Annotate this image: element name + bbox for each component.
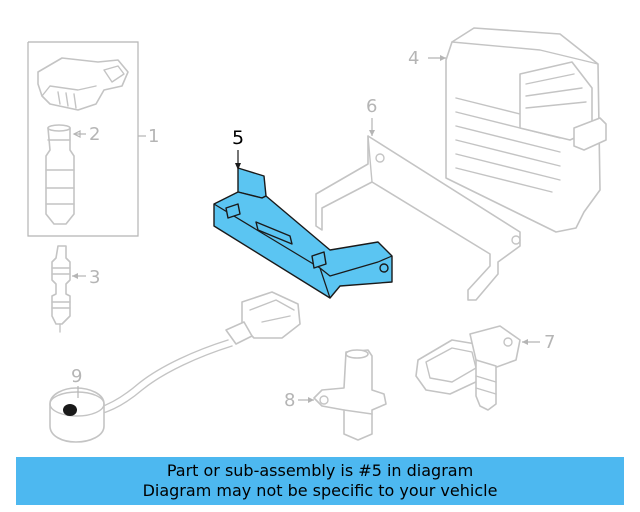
callout-5-arrow [235,163,241,170]
coil-ribs [57,91,77,109]
crankshaft-sensor [298,349,387,441]
knock-sensor [49,291,301,443]
ignition-coil-group [27,41,146,237]
coil-tube-rings [45,139,75,205]
callout-4: 4 [408,48,419,69]
engine-control-module [428,27,607,233]
sensor-7-barrel [475,359,497,411]
sensor-8-hole [319,395,329,405]
bracket-6-hole-a [375,153,385,163]
sensor-9-connector-detail [249,299,295,323]
sensor-8-top [345,349,369,359]
ecm-top-edge [451,41,599,65]
callout-7: 7 [544,332,555,353]
ecm-cooling-fins [455,97,561,193]
ecm-connector-pins [525,73,587,109]
bracket-5-slot-b [255,221,293,245]
bracket-5-clip [311,251,327,269]
sensor-9-cable-a [97,339,229,409]
callout-2: 2 [89,124,100,145]
callout-7-arrow [522,339,528,345]
sensor-9-boot [225,321,253,345]
bracket-5-fold [319,267,331,299]
callout-8-arrow [308,397,314,403]
ignition-coil-tube [45,127,75,225]
callout-6-arrow [369,130,375,136]
spark-plug-body [51,245,71,325]
sensor-9-hole [63,404,77,416]
sensor-8-body [313,349,387,441]
sensor-7-rings [475,375,497,395]
banner-line-2: Diagram may not be specific to your vehi… [142,481,498,500]
coil-tube-top [47,124,71,132]
bracket-5-slot-a [225,203,241,219]
coil-head-edge [41,85,97,97]
callout-2-arrow [72,130,81,138]
callout-8: 8 [284,390,295,411]
sensor-9-puck [49,387,105,443]
ecm-mounting-bracket [315,118,521,301]
group-1-frame [27,41,139,237]
bracket-6-plate [315,135,521,301]
ecm-plug [573,117,607,151]
sensor-7-hole [503,337,513,347]
sensor-9-puck-top [49,391,105,417]
bracket-6-hole-b [511,235,521,245]
callout-5: 5 [232,127,244,149]
ignition-coil-head [37,57,129,111]
coil-connector [103,65,125,83]
banner-line-1: Part or sub-assembly is #5 in diagram [166,461,474,480]
camshaft-sensor [415,325,540,411]
sensor-8-step [343,409,373,415]
spark-plug [51,245,86,333]
callout-1: 1 [148,126,159,147]
bracket-5-bend [213,203,393,277]
part-5-bracket-highlighted [213,150,393,299]
sensor-9-connector [241,291,301,339]
callout-9: 9 [71,366,82,387]
callout-3-arrow [72,273,78,279]
bracket-5-body [213,191,393,299]
callout-3: 3 [89,267,100,288]
sensor-9-cable-b [99,345,233,415]
callout-4-arrow [440,55,446,61]
callout-6: 6 [366,96,377,117]
info-banner: Part or sub-assembly is #5 in diagram Di… [16,457,624,505]
spark-plug-threads [51,267,71,309]
bracket-6-fold [367,135,373,183]
bracket-5-hole [379,263,389,273]
